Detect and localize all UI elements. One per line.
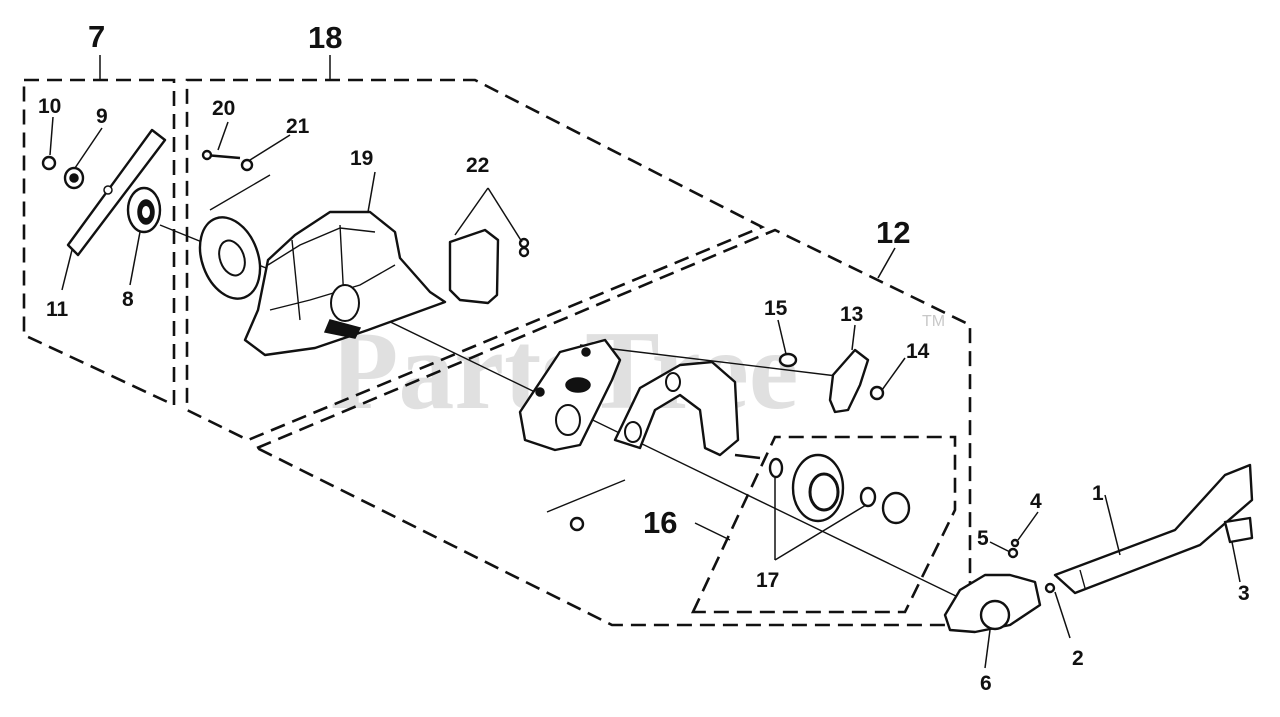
callout-11: 11 bbox=[46, 298, 69, 321]
screw-5 bbox=[1007, 547, 1019, 559]
assembly-16-label: 16 bbox=[643, 505, 677, 540]
cap-17 bbox=[881, 491, 911, 525]
callout-6: 6 bbox=[980, 672, 992, 695]
cover-plate-22 bbox=[448, 228, 500, 305]
label-3 bbox=[1223, 516, 1254, 544]
callout-3: 3 bbox=[1238, 582, 1250, 605]
washer-21 bbox=[240, 158, 254, 172]
watermark-trademark: TM bbox=[922, 313, 945, 330]
nut-14 bbox=[869, 385, 885, 401]
callout-20: 20 bbox=[212, 97, 235, 120]
washer-17a bbox=[768, 457, 784, 479]
callout-1: 1 bbox=[1092, 482, 1104, 505]
assembly-16-boundary bbox=[690, 435, 957, 614]
washer-15 bbox=[778, 352, 798, 368]
drive-tube-1 bbox=[1053, 463, 1254, 595]
assembly-12-boundary bbox=[253, 228, 972, 627]
callout-14: 14 bbox=[906, 340, 930, 363]
washer-17b bbox=[859, 486, 877, 508]
callout-17: 17 bbox=[756, 569, 779, 592]
assembly-7-boundary bbox=[22, 78, 176, 408]
clutch-shoe-13 bbox=[828, 348, 870, 414]
callout-5: 5 bbox=[977, 527, 989, 550]
assembly-18-label: 18 bbox=[308, 20, 342, 55]
guard-arm bbox=[613, 360, 740, 457]
callout-4: 4 bbox=[1030, 490, 1042, 513]
callout-9: 9 bbox=[96, 105, 108, 128]
callout-2: 2 bbox=[1072, 647, 1084, 670]
assembly-7-label: 7 bbox=[88, 19, 105, 54]
screw-4 bbox=[1010, 538, 1020, 548]
callout-22: 22 bbox=[466, 154, 489, 177]
callout-13: 13 bbox=[840, 303, 863, 326]
blade-11 bbox=[66, 128, 167, 257]
bracket-plate bbox=[518, 338, 622, 452]
callout-10: 10 bbox=[38, 95, 61, 118]
callout-15: 15 bbox=[764, 297, 788, 320]
nut-bottom bbox=[569, 516, 585, 532]
callout-19: 19 bbox=[350, 147, 373, 170]
assembly-18-boundary bbox=[185, 78, 766, 442]
pin-2 bbox=[1044, 582, 1056, 594]
callout-21: 21 bbox=[286, 115, 310, 138]
nut-10 bbox=[41, 155, 57, 171]
callout-8: 8 bbox=[122, 288, 134, 311]
assembly-12-label: 12 bbox=[876, 215, 910, 250]
